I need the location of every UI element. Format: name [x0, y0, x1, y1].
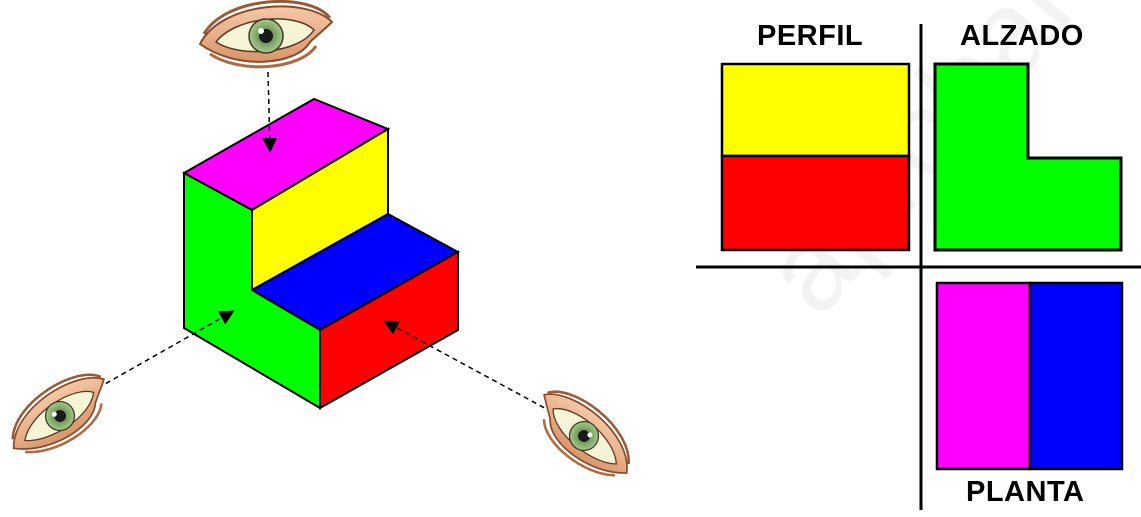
- profile-yellow-region: [720, 62, 911, 158]
- profile-view: [720, 62, 911, 252]
- eye-icon-top: [198, 0, 334, 69]
- profile-label: PERFIL: [757, 20, 864, 52]
- sight-line-top: [262, 71, 278, 153]
- elevation-label: ALZADO: [960, 20, 1084, 52]
- isometric-part: [181, 97, 461, 410]
- plan-magenta-region: [935, 281, 1032, 471]
- elevation-l-shape: [933, 62, 1123, 252]
- plan-view: [935, 281, 1124, 471]
- eye-icon-left: [0, 362, 124, 467]
- sight-line-left: [97, 310, 235, 389]
- sight-line-right: [383, 320, 553, 413]
- eye-icon-right: [521, 378, 649, 491]
- plan-blue-region: [1028, 281, 1124, 471]
- plan-label: PLANTA: [966, 476, 1085, 508]
- side-face: [183, 171, 321, 410]
- elevation-view: [933, 62, 1123, 252]
- profile-red-region: [720, 154, 911, 252]
- sight-lines: [97, 71, 553, 413]
